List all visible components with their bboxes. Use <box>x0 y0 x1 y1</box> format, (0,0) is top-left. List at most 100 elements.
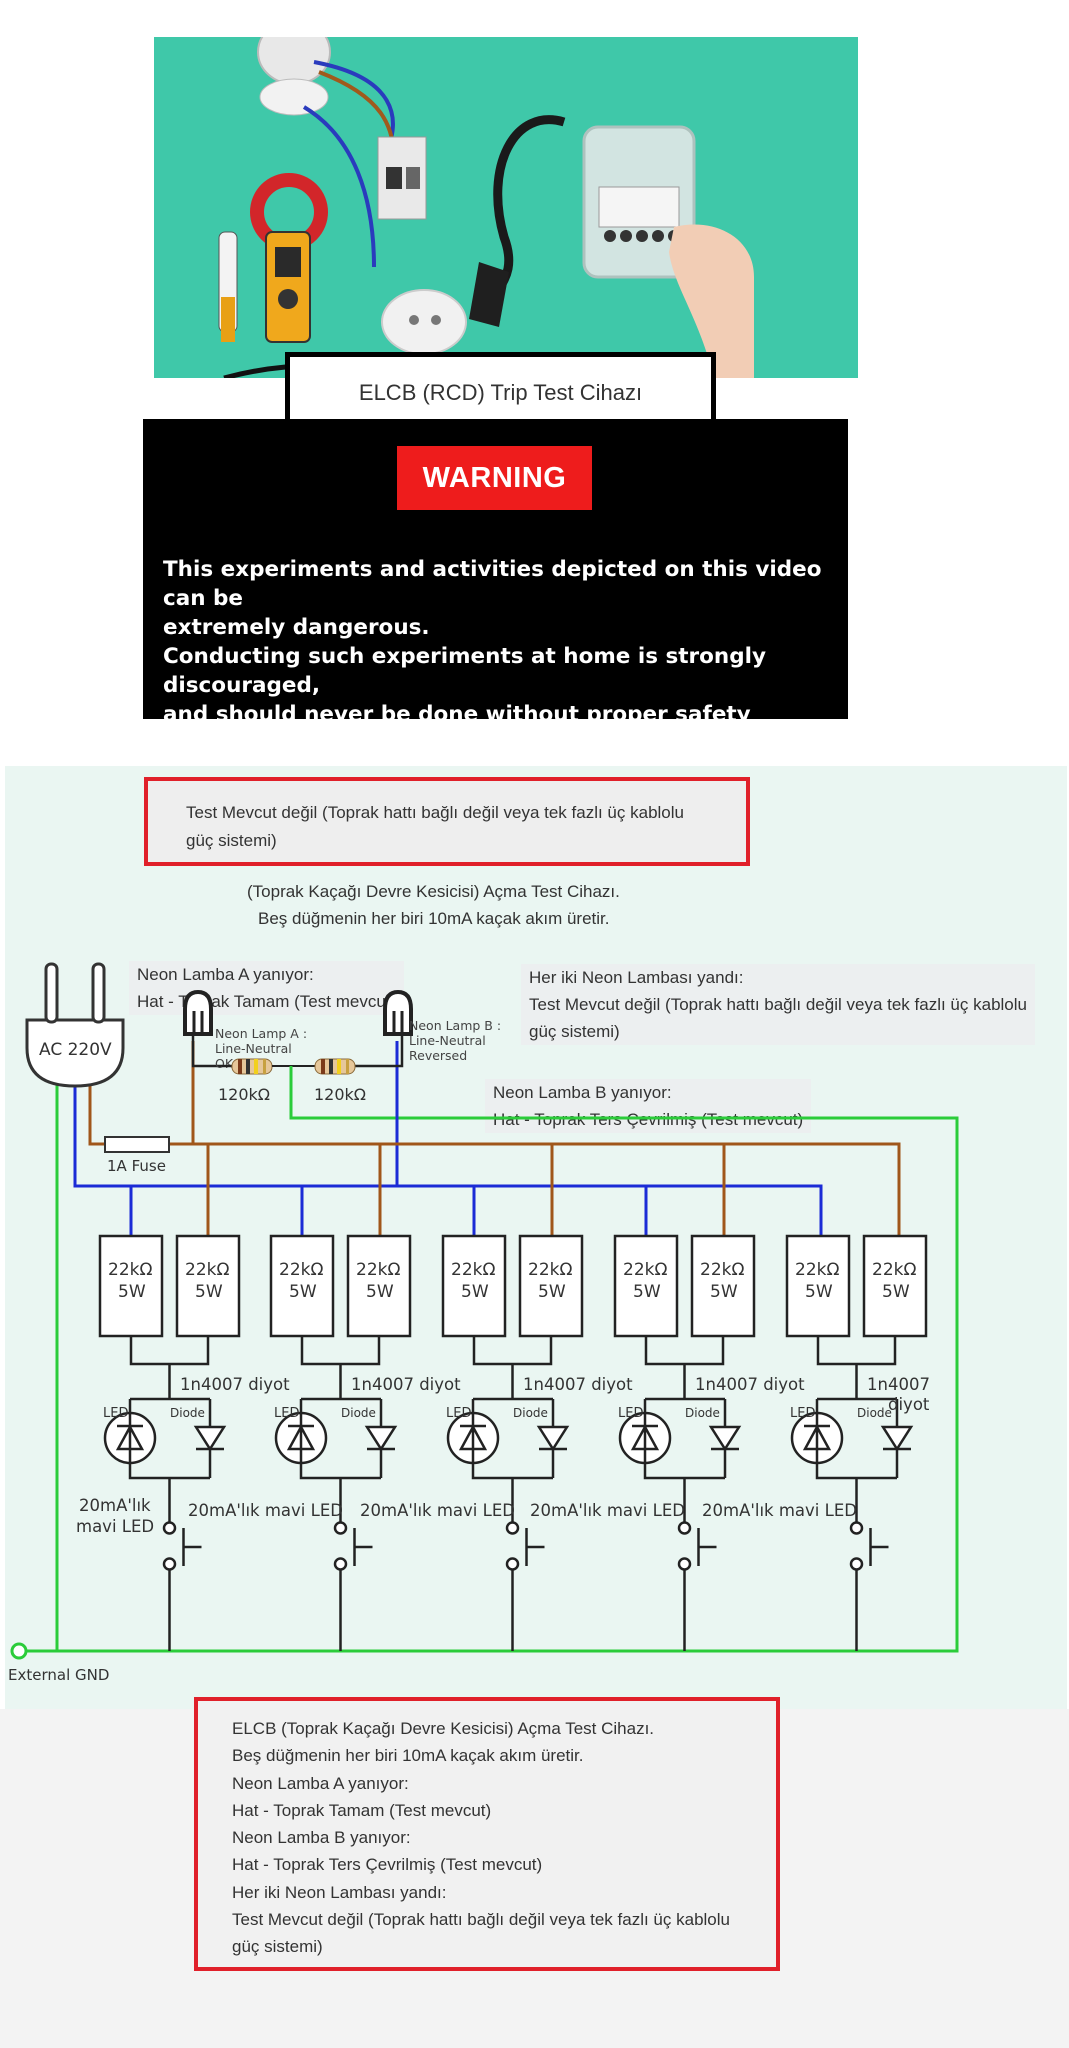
fuse-symbol <box>104 1136 170 1153</box>
diode-icon <box>193 1425 227 1452</box>
resistor-22k-icon <box>690 1234 756 1338</box>
led-note: 20mA'lık mavi LED <box>702 1501 857 1520</box>
resistor-22k-icon <box>518 1234 584 1338</box>
diode-note: 1n4007 <box>867 1375 930 1394</box>
junction-wire <box>472 1336 553 1366</box>
resistor-120k-icon <box>314 1058 356 1075</box>
diode-label: Diode <box>170 1406 205 1420</box>
diode-label: Diode <box>513 1406 548 1420</box>
resistor-value: 22kΩ <box>795 1260 839 1280</box>
lamp-a-label: Line-Neutral <box>215 1041 292 1056</box>
resistor-value: 22kΩ <box>108 1260 152 1280</box>
note-line: Neon Lamba A yanıyor: <box>137 965 314 984</box>
led-note: mavi LED <box>76 1517 154 1536</box>
resistor-power: 5W <box>195 1282 223 1302</box>
resistor-22k-icon <box>98 1234 164 1338</box>
push-button-switch-icon <box>849 1478 889 1651</box>
led-icon <box>446 1411 500 1465</box>
resistor-value: 22kΩ <box>279 1260 323 1280</box>
resistor-label: 120kΩ <box>218 1085 270 1104</box>
lamp-b-label: Reversed <box>409 1048 467 1063</box>
resistor-power: 5W <box>882 1282 910 1302</box>
led-icon <box>618 1411 672 1465</box>
warning-line: extremely dangerous. <box>163 615 430 640</box>
lamp-a-label: Neon Lamp A : <box>215 1026 307 1041</box>
resistor-22k-icon <box>862 1234 928 1338</box>
led-label: LED <box>446 1406 471 1421</box>
resistor-power: 5W <box>289 1282 317 1302</box>
diode-label: Diode <box>857 1406 892 1420</box>
circuit-schematic: 1A Fuse AC 220V Neon Lamp A : Line-Neutr… <box>8 962 959 1684</box>
junction-wire <box>816 1336 897 1366</box>
push-button-switch-icon <box>677 1478 717 1651</box>
ground-terminal-icon <box>10 1642 28 1660</box>
push-button-switch-icon <box>162 1478 202 1651</box>
status-line: güç sistemi) <box>186 830 277 850</box>
ground-label: External GND <box>8 1666 109 1684</box>
warning-line: Conducting such experiments at home is s… <box>163 644 767 698</box>
neon-lamp-a-icon <box>183 989 232 1068</box>
resistor-value: 22kΩ <box>528 1260 572 1280</box>
note-both-lamps: Her iki Neon Lambası yandı: Test Mevcut … <box>521 964 1035 1045</box>
warning-text: This experiments and activities depicted… <box>163 555 843 787</box>
summary-line: Hat - Toprak Tamam (Test mevcut) <box>232 1800 492 1820</box>
resistor-22k-icon <box>269 1234 335 1338</box>
fuse-label: 1A Fuse <box>107 1157 166 1175</box>
warning-badge: WARNING <box>397 446 592 510</box>
resistor-value: 22kΩ <box>451 1260 495 1280</box>
summary-box: ELCB (Toprak Kaçağı Devre Kesicisi) Açma… <box>194 1697 780 1971</box>
diode-note: 1n4007 diyot <box>523 1375 633 1394</box>
summary-line: Beş düğmenin her biri 10mA kaçak akım ür… <box>232 1746 584 1766</box>
lamp-b-label: Neon Lamp B : <box>409 1018 501 1033</box>
diode-note: 1n4007 diyot <box>351 1375 461 1394</box>
led-note: 20mA'lık mavi LED <box>360 1501 515 1520</box>
diode-icon <box>708 1425 742 1452</box>
resistor-power: 5W <box>461 1282 489 1302</box>
led-icon <box>790 1411 844 1465</box>
warning-panel: WARNING This experiments and activities … <box>143 419 848 785</box>
push-button-switch-icon <box>505 1478 545 1651</box>
circuit-diagram-panel: Test Mevcut değil (Toprak hattı bağlı de… <box>5 766 1067 1709</box>
resistor-power: 5W <box>118 1282 146 1302</box>
summary-line: güç sistemi) <box>232 1937 323 1957</box>
diode-label: Diode <box>341 1406 376 1420</box>
neutral-wires <box>73 1041 823 1236</box>
lamp-a-label: OK <box>215 1056 234 1071</box>
summary-line: ELCB (Toprak Kaçağı Devre Kesicisi) Açma… <box>232 1719 655 1738</box>
intro-text: (Toprak Kaçağı Devre Kesicisi) Açma Test… <box>239 878 628 932</box>
diode-icon <box>364 1425 398 1452</box>
summary-line: Neon Lamba B yanıyor: <box>232 1828 411 1848</box>
resistor-value: 22kΩ <box>185 1260 229 1280</box>
led-label: LED <box>103 1406 128 1421</box>
status-line: Test Mevcut değil (Toprak hattı bağlı de… <box>186 803 684 822</box>
push-button-switch-icon <box>333 1478 373 1651</box>
neon-lamp-b-icon <box>353 989 413 1068</box>
ac-plug-icon: AC 220V <box>25 962 125 1088</box>
lamp-b-label: Line-Neutral <box>409 1033 486 1048</box>
photo-illustration <box>154 37 858 378</box>
note-line: Her iki Neon Lambası yandı: <box>529 968 744 987</box>
resistor-value: 22kΩ <box>700 1260 744 1280</box>
diode-note: 1n4007 diyot <box>180 1375 290 1394</box>
led-note: 20mA'lık mavi LED <box>530 1501 685 1520</box>
resistor-value: 22kΩ <box>356 1260 400 1280</box>
diode-note: 1n4007 diyot <box>695 1375 805 1394</box>
resistor-power: 5W <box>366 1282 394 1302</box>
resistor-power: 5W <box>538 1282 566 1302</box>
test-device-photo <box>154 37 858 378</box>
intro-line: (Toprak Kaçağı Devre Kesicisi) Açma Test… <box>247 882 620 901</box>
summary-line: Her iki Neon Lambası yandı: <box>232 1882 447 1902</box>
led-icon <box>274 1411 328 1465</box>
summary-line: Hat - Toprak Ters Çevrilmiş (Test mevcut… <box>232 1855 543 1875</box>
plug-label: AC 220V <box>39 1040 112 1060</box>
junction-wire <box>644 1336 725 1366</box>
junction-wire <box>300 1336 381 1366</box>
resistor-label: 120kΩ <box>314 1085 366 1104</box>
resistor-22k-icon <box>785 1234 851 1338</box>
note-line: güç sistemi) <box>529 1022 620 1041</box>
